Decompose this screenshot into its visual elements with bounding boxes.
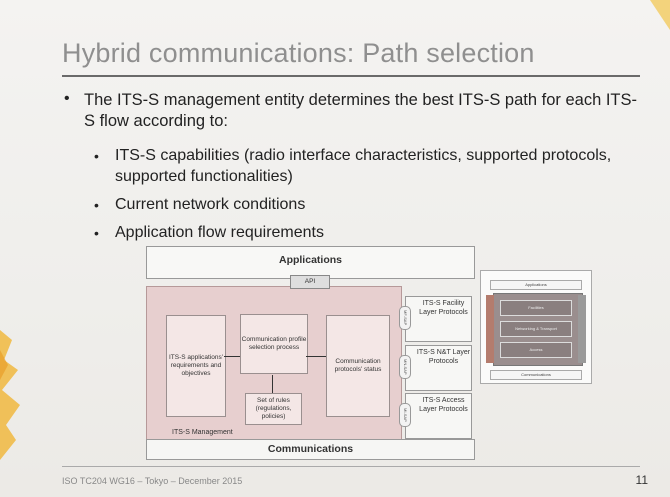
comm-profile-box: Communication profile selection process (240, 314, 308, 374)
mi-sap: MI-SAP (399, 403, 411, 427)
title-divider (62, 75, 640, 77)
access-layer: ITS-S Access Layer Protocols (405, 393, 472, 439)
mini-access: Access (500, 342, 572, 358)
arrow (306, 356, 326, 357)
slide-title: Hybrid communications: Path selection (62, 38, 535, 68)
mini-management (486, 295, 494, 363)
bullet-marker: • (94, 225, 99, 241)
communications-layer: Communications (146, 439, 475, 460)
main-bullet: The ITS-S management entity determines t… (84, 91, 637, 130)
nt-layer-label: ITS-S N&T Layer Protocols (416, 349, 471, 365)
access-layer-label: ITS-S Access Layer Protocols (419, 397, 468, 413)
management-label: ITS-S Management (172, 429, 233, 436)
applications-label: Applications (278, 254, 342, 266)
app-requirements-box: ITS-S applications' requirements and obj… (166, 315, 226, 417)
arrow (224, 356, 240, 357)
facility-layer-label: ITS-S Facility Layer Protocols (419, 300, 468, 316)
bullet-marker: • (94, 148, 99, 164)
page-number: 11 (635, 473, 648, 487)
sub-bullet-2: Current network conditions (115, 196, 306, 213)
mini-applications: Applications (490, 280, 582, 290)
nt-layer: ITS-S N&T Layer Protocols (405, 345, 472, 391)
facility-layer: ITS-S Facility Layer Protocols (405, 296, 472, 342)
mini-security (578, 295, 586, 363)
comm-status-box: Communication protocols' status (326, 315, 390, 417)
bullet-marker: • (64, 90, 70, 107)
applications-layer: Applications (146, 246, 475, 279)
mn-sap: MN-SAP (399, 355, 411, 379)
arrow (272, 375, 273, 393)
decorative-swoosh (0, 330, 20, 460)
mini-facilities: Facilities (500, 300, 572, 316)
sub-bullet-3: Application flow requirements (115, 224, 324, 241)
mini-networking: Networking & Transport (500, 321, 572, 337)
api-box: API (290, 275, 330, 289)
mini-communications: Communications (490, 370, 582, 380)
decorative-corner (650, 0, 670, 30)
mf-sap: MF-SAP (399, 306, 411, 330)
bullet-marker: • (94, 197, 99, 213)
footer-text: ISO TC204 WG16 – Tokyo – December 2015 (62, 476, 243, 486)
sub-bullet-1: ITS-S capabilities (radio interface char… (115, 147, 612, 185)
footer-divider (62, 466, 640, 467)
communications-label: Communications (267, 443, 354, 455)
rules-box: Set of rules (regulations, policies) (245, 393, 302, 425)
